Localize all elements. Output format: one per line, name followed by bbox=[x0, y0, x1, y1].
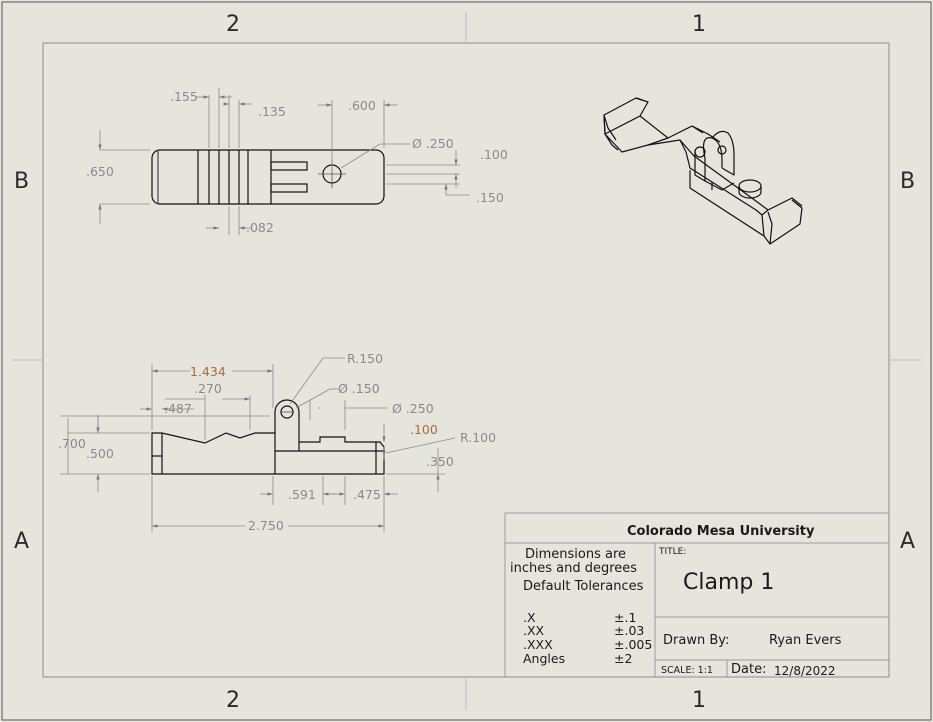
tolerance-value-xxx: ±.005 bbox=[614, 637, 652, 652]
tolerance-label-xx: .XX bbox=[523, 623, 545, 638]
dim-1434: 1.434 bbox=[190, 364, 226, 379]
tolerance-label-angles: Angles bbox=[523, 651, 565, 666]
zone-label-top-2: 2 bbox=[226, 12, 240, 37]
front-view bbox=[151, 399, 385, 475]
dim-487: .487 bbox=[164, 401, 192, 416]
dim-2750: 2.750 bbox=[248, 518, 284, 533]
dim-350: .350 bbox=[426, 454, 454, 469]
date-label: Date: bbox=[731, 662, 766, 677]
dim-r150: R.150 bbox=[347, 351, 383, 366]
dim-155: .155 bbox=[170, 89, 198, 104]
dim-082: .082 bbox=[246, 220, 274, 235]
dim-600: .600 bbox=[348, 98, 376, 113]
title-label: TITLE: bbox=[658, 547, 686, 557]
drawn-by-name: Ryan Evers bbox=[769, 633, 842, 648]
dim-591: .591 bbox=[288, 487, 316, 502]
dim-500: .500 bbox=[86, 446, 114, 461]
dims-note-line-1: Dimensions are bbox=[525, 547, 626, 562]
dim-r100: R.100 bbox=[460, 430, 496, 445]
top-view-dimension-lines bbox=[98, 88, 470, 235]
zone-label-left-b: B bbox=[14, 169, 29, 194]
dims-note-line-2: inches and degrees bbox=[510, 561, 637, 576]
dim-270: .270 bbox=[194, 381, 222, 396]
dim-dia-250-top: Ø .250 bbox=[412, 136, 454, 151]
dim-dia-150: Ø .150 bbox=[338, 381, 380, 396]
dim-650: .650 bbox=[86, 164, 114, 179]
dim-700: .700 bbox=[58, 436, 86, 451]
top-view bbox=[151, 149, 385, 205]
dim-475: .475 bbox=[353, 487, 381, 502]
dim-dia-250-front: Ø .250 bbox=[392, 401, 434, 416]
zone-label-bottom-2: 2 bbox=[226, 688, 240, 713]
school-name: Colorado Mesa University bbox=[627, 524, 815, 539]
isometric-view bbox=[603, 97, 803, 245]
zone-label-top-1: 1 bbox=[692, 12, 706, 37]
front-view-dimension-lines bbox=[60, 357, 456, 532]
dim-150-top: .150 bbox=[476, 190, 504, 205]
zone-label-left-a: A bbox=[14, 529, 29, 554]
drawing-title: Clamp 1 bbox=[683, 570, 774, 595]
zone-label-right-b: B bbox=[900, 169, 915, 194]
zone-label-bottom-1: 1 bbox=[692, 688, 706, 713]
scale-label: SCALE: 1:1 bbox=[661, 665, 713, 676]
tolerance-value-angles: ±2 bbox=[614, 651, 632, 666]
title-block-frame bbox=[504, 512, 890, 678]
date-value: 12/8/2022 bbox=[774, 664, 836, 678]
tolerance-label-x: .X bbox=[523, 610, 536, 625]
tolerance-value-x: ±.1 bbox=[614, 610, 636, 625]
drawn-by-label: Drawn By: bbox=[663, 633, 729, 648]
default-tolerances-label: Default Tolerances bbox=[523, 579, 644, 594]
dim-100-top: .100 bbox=[480, 147, 508, 162]
tolerance-value-xx: ±.03 bbox=[614, 623, 644, 638]
tolerance-label-xxx: .XXX bbox=[523, 637, 553, 652]
dim-135: .135 bbox=[258, 104, 286, 119]
zone-label-right-a: A bbox=[900, 529, 915, 554]
dim-100-front: .100 bbox=[410, 422, 438, 437]
